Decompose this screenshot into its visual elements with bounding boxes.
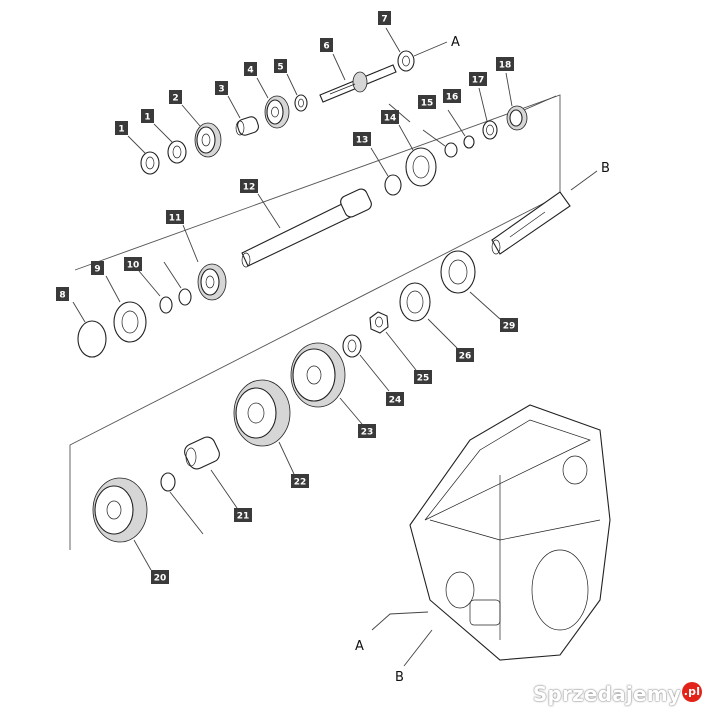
part-8-circlip (77, 320, 107, 358)
callout-25: 25 (414, 370, 432, 384)
callout-22: 22 (291, 474, 309, 488)
callout-16-label: 15 (421, 99, 434, 109)
callout-10-label: 10 (127, 261, 140, 271)
callout-7-label: 7 (381, 15, 387, 25)
part-22-gear (233, 379, 291, 447)
callout-16: 15 (418, 95, 436, 109)
part-1-ring-left (140, 151, 160, 175)
callout-13-label: 12 (243, 183, 256, 193)
callout-18: 17 (469, 72, 487, 86)
lower-shaft-parts (92, 191, 571, 543)
part-11-ring (178, 288, 192, 306)
part-21-bushing (184, 436, 220, 470)
part-29-bearing (440, 250, 476, 294)
callout-20-label: 20 (154, 574, 167, 584)
callout-19: 18 (496, 57, 514, 71)
leader-lines (72, 27, 598, 667)
callout-9: 9 (91, 261, 104, 275)
callout-1b-label: 1 (144, 113, 150, 123)
part-16-ring (444, 142, 458, 158)
callout-12: 11 (166, 210, 184, 224)
part-23-gear (290, 342, 346, 408)
callout-23: 23 (358, 424, 376, 438)
sprzedajemy-watermark: Sprzedajemy.pl (533, 682, 702, 706)
callout-2: 2 (169, 90, 182, 104)
watermark-suffix: .pl (682, 682, 702, 702)
callout-26-label: 26 (459, 352, 472, 362)
middle-shaft-parts (77, 188, 372, 358)
callout-1a-label: 1 (118, 125, 124, 135)
part-17-ring (463, 135, 475, 149)
callout-21: 21 (234, 508, 252, 522)
part-26-bearing (399, 282, 431, 322)
gearbox-housing (409, 404, 611, 661)
part-6-shaft (319, 64, 397, 103)
callout-2-label: 2 (172, 94, 178, 104)
part-12-gear (197, 263, 227, 301)
callout-13: 12 (240, 179, 258, 193)
callout-29-label: 29 (503, 322, 516, 332)
part-20-circlip (160, 472, 176, 492)
callout-15: 14 (381, 110, 399, 124)
callout-23-label: 23 (361, 428, 374, 438)
part-2-gear (194, 122, 222, 158)
callout-17: 16 (443, 89, 461, 103)
letter-b-top: B (601, 161, 610, 176)
callout-1b: 1 (141, 109, 154, 123)
callout-5: 5 (274, 59, 287, 73)
part-7-bearing (397, 50, 415, 72)
callout-21-label: 21 (237, 512, 250, 522)
callout-4: 4 (244, 62, 257, 76)
callout-10: 10 (124, 257, 142, 271)
callout-24: 24 (386, 392, 404, 406)
watermark-text: Sprzedajemy (532, 682, 681, 706)
callout-26: 26 (456, 348, 474, 362)
callout-5-label: 5 (277, 63, 283, 73)
callout-3: 3 (215, 81, 228, 95)
part-5-ring (294, 94, 308, 112)
callout-6-label: 6 (323, 42, 329, 52)
callout-6: 6 (320, 38, 333, 52)
part-b-shaft (491, 191, 571, 255)
callout-15-label: 14 (384, 114, 397, 124)
callout-20: 20 (151, 570, 169, 584)
part-13-shaft (241, 188, 372, 268)
part-15-bearing (405, 147, 437, 187)
part-18-washer (482, 120, 498, 140)
letter-a-bottom: A (355, 639, 364, 654)
letter-b-bottom: B (395, 670, 404, 685)
letter-a-top: A (451, 35, 460, 50)
part-3-sleeve (235, 116, 259, 136)
callout-18-label: 17 (472, 76, 485, 86)
callout-29: 29 (500, 318, 518, 332)
upper-shaft-parts (140, 50, 528, 196)
callout-14: 13 (353, 132, 371, 146)
part-10-ring (159, 296, 173, 314)
part-4-gear (264, 95, 290, 129)
part-1-ring-right (167, 140, 187, 164)
callout-7: 7 (378, 11, 391, 25)
part-24-washer (342, 334, 362, 358)
callout-9-label: 9 (94, 265, 100, 275)
part-25-nut (369, 311, 389, 334)
callout-17-label: 16 (446, 93, 459, 103)
callout-19-label: 18 (499, 61, 512, 71)
callout-12-label: 11 (169, 214, 182, 224)
callout-1a: 1 (115, 121, 128, 135)
callout-4-label: 4 (247, 66, 253, 76)
callout-8-label: 8 (59, 291, 65, 301)
part-9-bearing (113, 301, 147, 343)
callout-8: 8 (56, 287, 69, 301)
callout-24-label: 24 (389, 396, 402, 406)
callout-25-label: 25 (417, 374, 430, 384)
callout-3-label: 3 (218, 85, 224, 95)
part-19-gear (506, 105, 528, 131)
part-20-gear (92, 477, 148, 543)
callout-22-label: 22 (294, 478, 307, 488)
part-14-circlip (384, 174, 402, 196)
callout-14-label: 13 (356, 136, 369, 146)
